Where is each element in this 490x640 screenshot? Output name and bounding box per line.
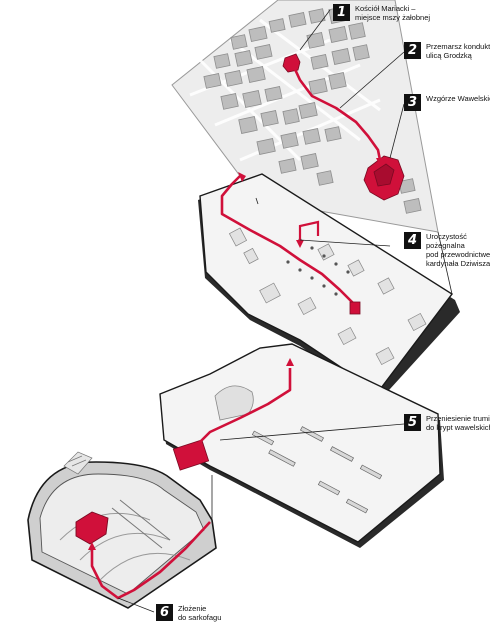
step-2: 2 Przemarsz konduktu ulicą Grodzką — [404, 42, 490, 60]
step-5-label: Przeniesienie trumien do krypt wawelskic… — [426, 414, 490, 432]
step-5-number: 5 — [404, 414, 421, 431]
vault-route — [90, 521, 211, 600]
step-2-number: 2 — [404, 42, 421, 59]
crypt-chapel — [172, 439, 210, 471]
step-4-label: Uroczystość pożegnalna pod przewodnictwe… — [426, 232, 490, 268]
step-3-label: Wzgórze Wawelskie — [426, 94, 490, 103]
cathedral-plan — [198, 172, 460, 400]
step-4-number: 4 — [404, 232, 421, 249]
connectors — [117, 9, 453, 613]
step-1-label: Kościół Mariacki – miejsce mszy żałobnej — [355, 4, 431, 22]
st-marys-church — [282, 53, 301, 73]
coffin-cathedral — [349, 301, 361, 315]
vault-cutaway — [27, 451, 217, 609]
step-5: 5 Przeniesienie trumien do krypt wawelsk… — [404, 414, 490, 432]
step-3-number: 3 — [404, 94, 421, 111]
crypt-plan — [159, 343, 444, 548]
procession-route — [291, 64, 382, 161]
step-6-label: Złożenie do sarkofagu — [178, 604, 222, 622]
step-1-number: 1 — [333, 4, 350, 21]
crypt-route — [195, 368, 292, 447]
sarcophagus — [75, 511, 109, 545]
wawel-castle — [363, 155, 405, 201]
step-6: 6 Złożenie do sarkofagu — [156, 604, 221, 622]
step-4: 4 Uroczystość pożegnalna pod przewodnict… — [404, 232, 490, 268]
cathedral-route — [220, 175, 357, 307]
step-6-number: 6 — [156, 604, 173, 621]
step-1: 1 Kościół Mariacki – miejsce mszy żałobn… — [333, 4, 430, 22]
step-3: 3 Wzgórze Wawelskie — [404, 94, 490, 111]
step-2-label: Przemarsz konduktu ulicą Grodzką — [426, 42, 490, 60]
city-map — [171, 0, 439, 233]
